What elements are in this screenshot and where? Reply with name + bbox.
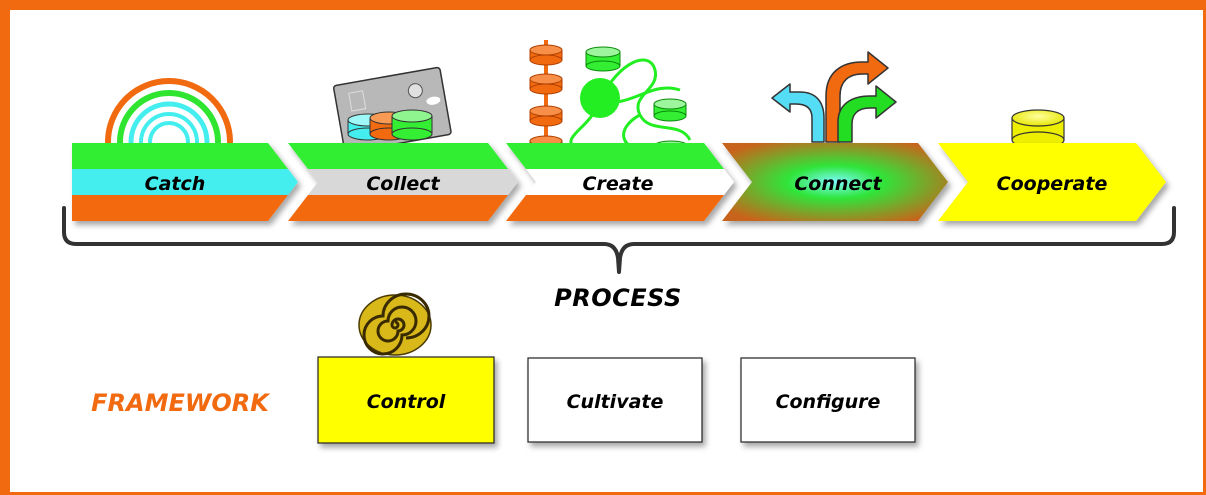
control-box: [317, 356, 495, 444]
box-label-cultivate: Cultivate: [567, 391, 664, 413]
collect-arrow: [288, 143, 518, 221]
configure-box: [740, 357, 916, 443]
process-label: PROCESS: [554, 284, 682, 312]
spiral-roll-icon: [358, 292, 432, 356]
molecule-network-icon: [529, 40, 692, 166]
create-arrow: [506, 143, 734, 221]
box-label-control: Control: [367, 391, 446, 413]
cultivate-box: [527, 357, 703, 443]
framework-label: FRAMEWORK: [91, 389, 271, 417]
branching-arrows-icon: [771, 51, 897, 143]
step-label-collect: Collect: [366, 173, 440, 195]
rainbow-icon: [105, 78, 233, 145]
catch-arrow: [72, 143, 298, 221]
step-label-connect: Connect: [794, 173, 882, 195]
step-label-catch: Catch: [145, 173, 206, 195]
cooperate-arrow: [938, 143, 1166, 221]
connect-arrow: [722, 143, 948, 221]
step-label-cooperate: Cooperate: [997, 173, 1108, 195]
yellow-disc-icon: [1011, 109, 1065, 149]
card-and-discs-icon: [332, 66, 452, 154]
process-brace: [62, 206, 1176, 274]
box-label-configure: Configure: [776, 391, 881, 413]
step-label-create: Create: [583, 173, 654, 195]
